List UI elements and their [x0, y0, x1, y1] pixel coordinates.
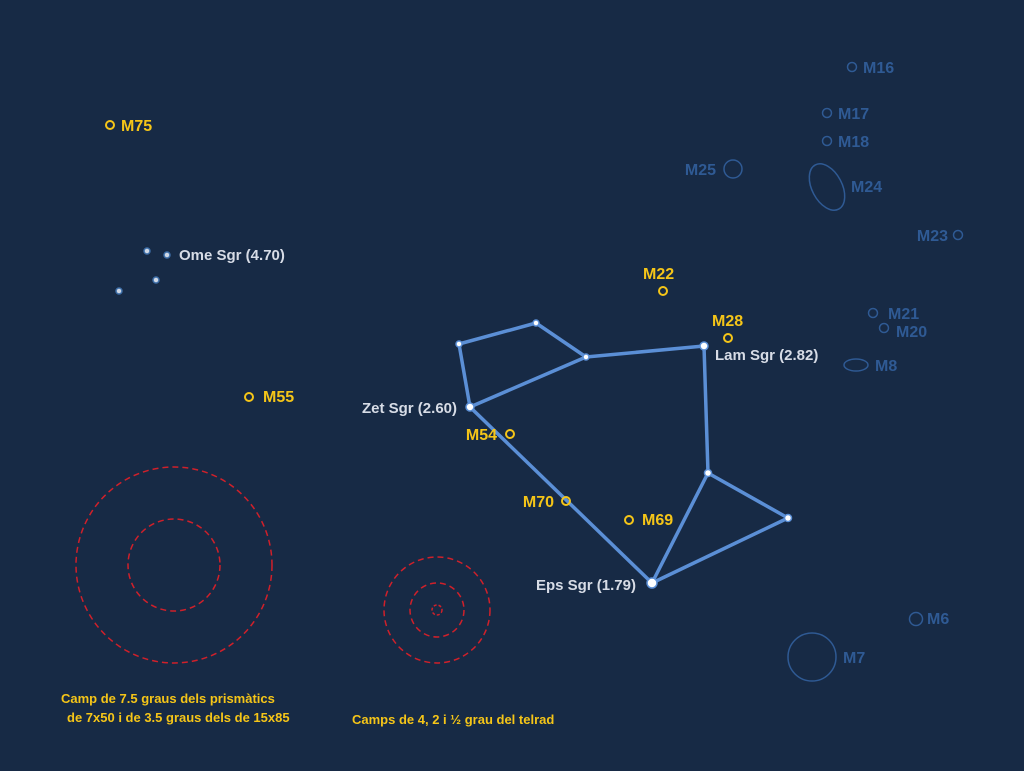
star-node: [532, 319, 540, 327]
highlighted-object-labels: M75 M22 M28 M55 M54 M70 M69: [121, 118, 743, 529]
object-marker-m18: [821, 135, 833, 147]
object-marker-m28: [723, 333, 733, 343]
object-label-m24: M24: [851, 179, 882, 196]
telrad-ring-half-deg: [431, 604, 443, 616]
highlighted-objects: [105, 120, 733, 525]
object-label-m8: M8: [875, 358, 897, 375]
object-label-m17: M17: [838, 106, 869, 123]
binocular-field-7x50: [75, 466, 273, 664]
object-label-m7: M7: [843, 650, 865, 667]
faint-object-labels: M16 M17 M18 M25 M24 M23 M21 M20 M8 M6 M7: [685, 60, 949, 667]
telrad-ring-2deg: [409, 582, 465, 638]
object-label-m23: M23: [917, 228, 948, 245]
star-label-zet-sgr: Zet Sgr (2.60): [362, 400, 457, 417]
object-marker-m22: [658, 286, 668, 296]
object-marker-m8: [843, 358, 869, 372]
object-marker-m23: [952, 229, 964, 241]
object-label-m69: M69: [642, 512, 673, 529]
object-label-m28: M28: [712, 313, 743, 330]
object-marker-m24: [808, 163, 846, 211]
star-node: [582, 353, 590, 361]
object-label-m20: M20: [896, 324, 927, 341]
object-label-m55: M55: [263, 389, 294, 406]
star-node: [115, 287, 123, 295]
object-marker-m16: [846, 61, 858, 73]
star-ome-sgr: [163, 251, 171, 259]
object-marker-m6: [908, 611, 924, 627]
captions: Camp de 7.5 graus dels prismàtics de 7x5…: [61, 691, 554, 727]
object-marker-m7: [787, 632, 837, 682]
object-marker-m20: [878, 322, 890, 334]
star-zet-sgr: [465, 402, 475, 412]
object-marker-m55: [244, 392, 254, 402]
object-label-m21: M21: [888, 306, 919, 323]
object-label-m16: M16: [863, 60, 894, 77]
object-marker-m70: [561, 496, 571, 506]
object-marker-m17: [821, 107, 833, 119]
star-lam-sgr: [699, 341, 709, 351]
object-label-m6: M6: [927, 611, 949, 628]
object-label-m22: M22: [643, 266, 674, 283]
constellation-stars: [455, 319, 793, 589]
telrad-caption: Camps de 4, 2 i ½ grau del telrad: [352, 712, 554, 727]
star-node: [703, 468, 713, 478]
object-label-m18: M18: [838, 134, 869, 151]
star-node: [152, 276, 160, 284]
star-node: [455, 340, 463, 348]
telrad-ring-4deg: [383, 556, 491, 664]
object-marker-m75: [105, 120, 115, 130]
binocular-caption-line2: de 7x50 i de 3.5 graus dels de 15x85: [67, 710, 290, 725]
object-label-m75: M75: [121, 118, 152, 135]
object-marker-m69: [624, 515, 634, 525]
faint-objects: [723, 61, 964, 682]
binocular-field-15x85: [127, 518, 221, 612]
object-label-m25: M25: [685, 162, 716, 179]
binocular-caption-line1: Camp de 7.5 graus dels prismàtics: [61, 691, 275, 706]
object-marker-m21: [867, 307, 879, 319]
ome-sgr-group: [115, 247, 171, 295]
object-marker-m54: [505, 429, 515, 439]
object-marker-m25: [723, 159, 743, 179]
star-label-eps-sgr: Eps Sgr (1.79): [536, 577, 636, 594]
field-of-view-circles: [75, 466, 491, 664]
star-labels: Zet Sgr (2.60) Lam Sgr (2.82) Eps Sgr (1…: [179, 247, 818, 594]
star-node: [783, 513, 793, 523]
star-label-ome-sgr: Ome Sgr (4.70): [179, 247, 285, 264]
object-label-m70: M70: [523, 494, 554, 511]
star-eps-sgr: [646, 577, 658, 589]
star-label-lam-sgr: Lam Sgr (2.82): [715, 347, 818, 364]
star-node: [143, 247, 151, 255]
object-label-m54: M54: [466, 427, 497, 444]
